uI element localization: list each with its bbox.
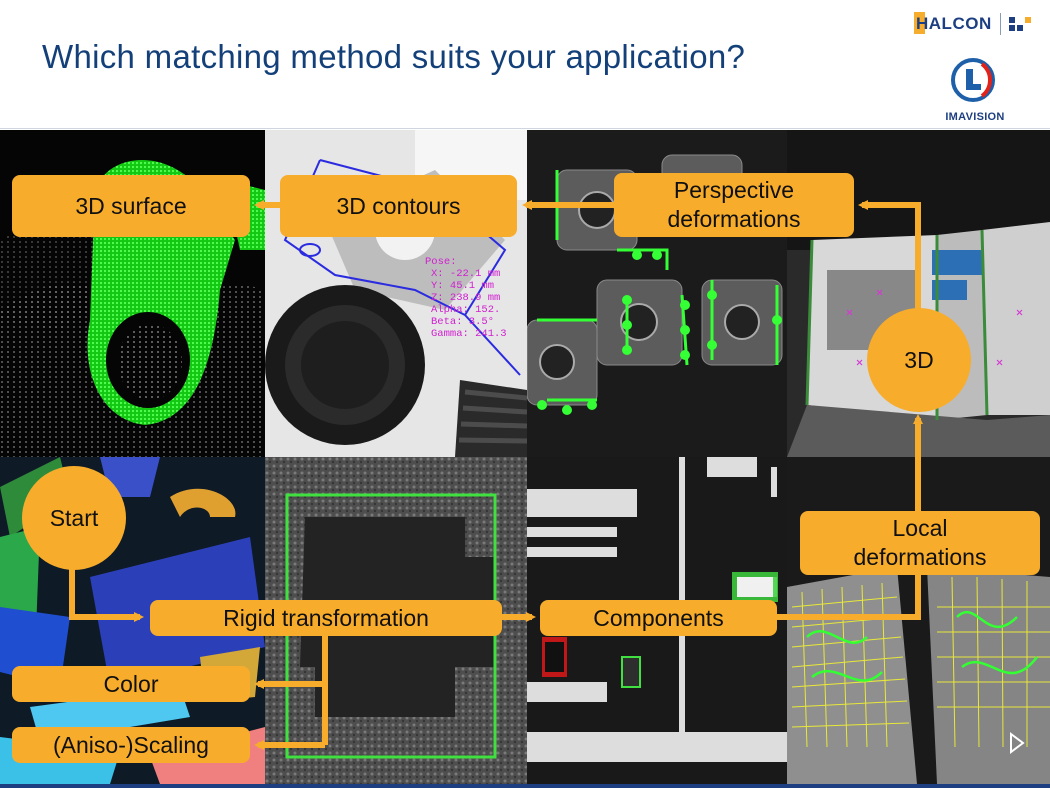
halcon-logo-text: HALCON <box>914 12 992 34</box>
pose-line: Gamma: 241.3 <box>431 328 507 340</box>
node-aniso-scaling[interactable]: (Aniso-)Scaling <box>12 727 250 763</box>
imavision-logo: IMAVISION <box>934 56 1016 123</box>
node-3d-surface[interactable]: 3D surface <box>12 175 250 237</box>
header-divider <box>0 128 1050 129</box>
node-local-deformations[interactable]: Local deformations <box>800 511 1040 575</box>
imavision-mark-icon <box>951 58 995 102</box>
pose-header-text: Pose: <box>425 256 457 268</box>
halcon-dots-icon <box>1008 17 1031 31</box>
node-3d-contours[interactable]: 3D contours <box>280 175 517 237</box>
node-3d-label: 3D <box>904 346 934 373</box>
node-local-label: Local deformations <box>853 515 987 570</box>
pose-line: Z: 238.9 mm <box>431 292 500 304</box>
node-color-label: Color <box>103 670 159 697</box>
halcon-logo: HALCON <box>914 10 1031 38</box>
node-scaling-label: (Aniso-)Scaling <box>53 731 209 758</box>
node-perspective-deformations[interactable]: Perspective deformations <box>614 173 854 237</box>
pose-line: Y: 45.1 mm <box>431 280 494 292</box>
photo-3d-contours: Pose: X: -22.1 mm Y: 45.1 mm Z: 238.9 mm… <box>265 130 527 457</box>
pose-line: X: -22.1 mm <box>431 268 500 280</box>
node-color[interactable]: Color <box>12 666 250 702</box>
node-components[interactable]: Components <box>540 600 777 636</box>
node-3d-surface-label: 3D surface <box>75 192 187 219</box>
pose-line: Beta: 3.5° <box>431 316 494 328</box>
footer-bar <box>0 784 1050 788</box>
next-slide-icon[interactable] <box>1008 732 1026 754</box>
node-rigid-transformation[interactable]: Rigid transformation <box>150 600 502 636</box>
node-rigid-label: Rigid transformation <box>223 604 429 631</box>
node-start-label: Start <box>49 504 99 531</box>
node-components-label: Components <box>593 604 724 631</box>
slide-title: Which matching method suits your applica… <box>42 38 746 75</box>
pose-line: Alpha: 152. <box>431 304 500 316</box>
node-start[interactable]: Start <box>22 466 126 570</box>
node-perspective-label: Perspective deformations <box>667 177 801 232</box>
node-3d[interactable]: 3D <box>867 308 971 412</box>
imavision-logo-text: IMAVISION <box>945 111 1005 123</box>
node-3d-contours-label: 3D contours <box>336 192 461 219</box>
